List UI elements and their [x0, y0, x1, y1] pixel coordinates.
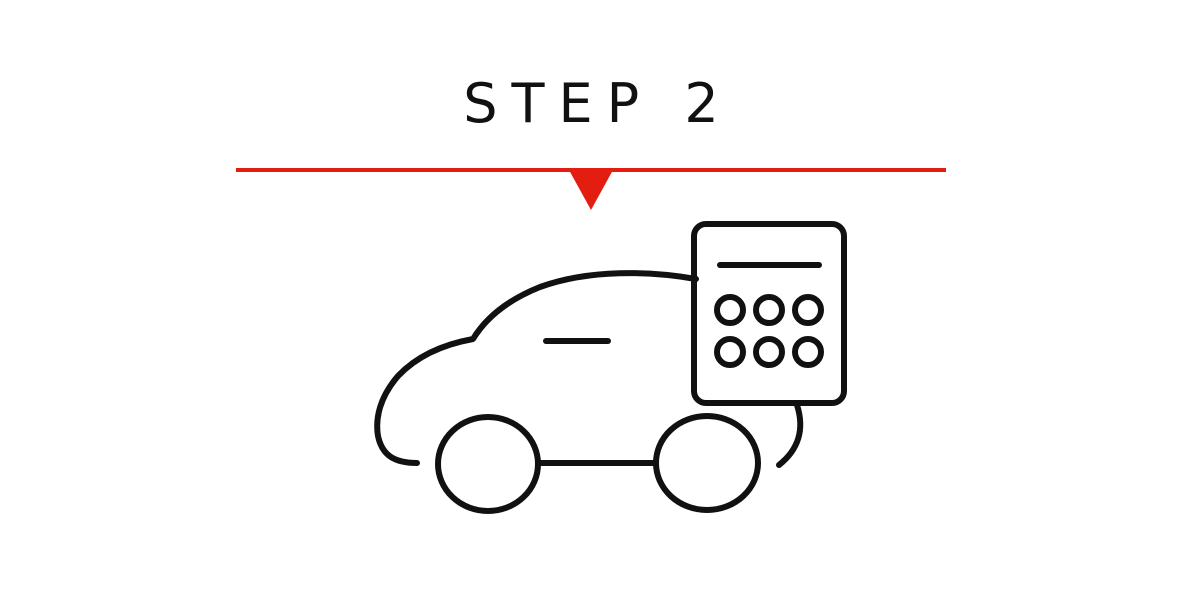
calculator-key: [753, 336, 785, 368]
triangle-down-icon: [569, 170, 613, 210]
step-title: STEP 2: [463, 72, 733, 135]
calculator-key: [714, 336, 746, 368]
calculator-key: [792, 336, 824, 368]
calculator-icon: [691, 221, 847, 406]
car-front-wheel: [653, 413, 761, 513]
car-front-outline: [776, 402, 804, 468]
car-body-outline: [374, 270, 699, 466]
calculator-body: [691, 221, 847, 406]
calculator-key: [792, 294, 824, 326]
car-icon: [374, 270, 804, 514]
car-rear-wheel: [435, 414, 541, 514]
calculator-key: [714, 294, 746, 326]
calculator-key: [753, 294, 785, 326]
